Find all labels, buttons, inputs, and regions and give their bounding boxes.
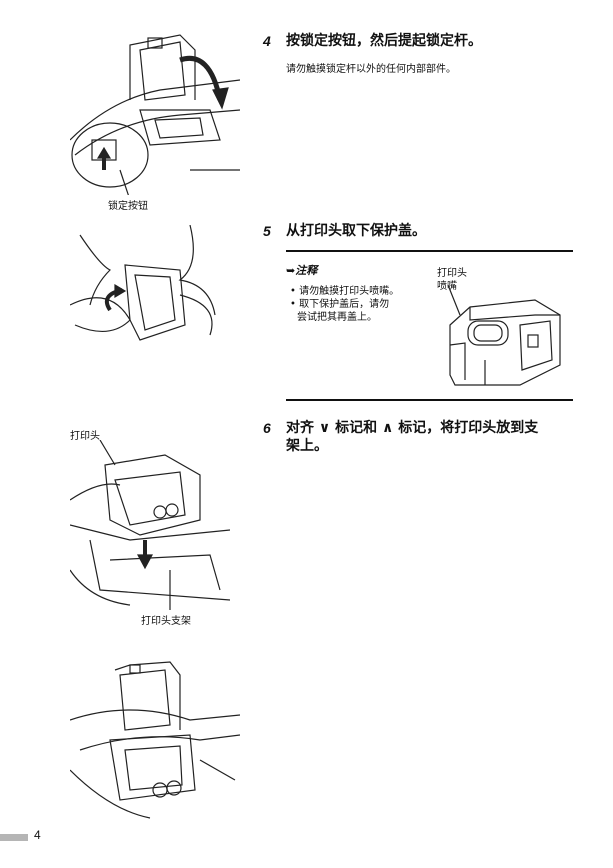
note-bottom-rule (286, 399, 573, 401)
page-number: 4 (34, 828, 41, 842)
print-head-caption: 打印头 (70, 431, 100, 442)
illustration-remove-cover (70, 225, 220, 345)
print-head-holder-caption: 打印头支架 (141, 616, 191, 627)
lock-button-caption: 锁定按钮 (108, 201, 148, 212)
illustration-installed-print-head (70, 660, 240, 820)
step-4-body: 请勿触摸锁定杆以外的任何内部部件。 (286, 64, 456, 75)
step-4-number: 4 (263, 33, 271, 49)
note-pointer-icon: ➥ (286, 264, 296, 277)
step-5-number: 5 (263, 223, 271, 239)
note-item-1: • 请勿触摸打印头喷嘴。 (290, 286, 400, 297)
note-top-rule (286, 250, 573, 252)
nozzle-figure-label-1: 打印头 (437, 268, 467, 279)
note-heading: ➥注释 (286, 262, 317, 278)
nozzle-figure-label-2: 喷嘴 (437, 281, 457, 292)
illustration-print-head-nozzle (440, 285, 570, 390)
step-6-title-line2: 架上。 (286, 438, 328, 454)
note-item-3-text: 尝试把其再盖上。 (297, 312, 377, 323)
illustration-lock-lever (70, 30, 240, 195)
page-number-bar (0, 834, 28, 841)
note-heading-text: 注释 (295, 264, 318, 277)
note-item-2: • 取下保护盖后，请勿 (290, 299, 390, 310)
note-item-2-text: 取下保护盖后，请勿 (299, 299, 390, 310)
step-5-title: 从打印头取下保护盖。 (286, 223, 426, 239)
note-item-1-text: 请勿触摸打印头喷嘴。 (299, 286, 400, 297)
step-6-title-line1: 对齐 ∨ 标记和 ∧ 标记，将打印头放到支 (286, 420, 539, 436)
step-6-number: 6 (263, 420, 271, 436)
illustration-install-print-head (70, 440, 230, 610)
note-item-3: 尝试把其再盖上。 (297, 311, 377, 324)
step-4-title: 按锁定按钮，然后提起锁定杆。 (286, 33, 482, 49)
